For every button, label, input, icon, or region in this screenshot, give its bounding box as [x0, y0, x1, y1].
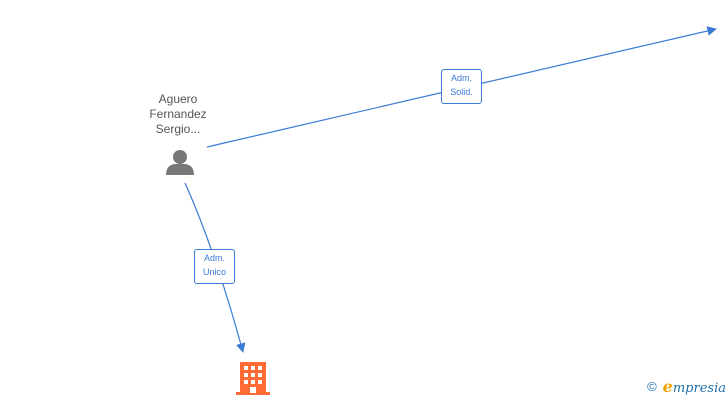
person-icon[interactable]: [166, 150, 194, 175]
empresia-logo: empresia: [663, 377, 726, 396]
edge-label-line: Solid.: [450, 87, 473, 97]
copyright-symbol: ©: [647, 379, 657, 394]
person-name-line: Aguero: [158, 92, 198, 106]
edge-label-line: Adm.: [203, 253, 225, 263]
edge-label-adm-solid[interactable]: Adm. Solid.: [441, 69, 482, 104]
person-name[interactable]: Aguero Fernandez Sergio...: [128, 92, 228, 137]
building-icon[interactable]: [236, 362, 270, 395]
edge-label-line: Unico: [202, 267, 226, 277]
logo-initial: e: [662, 377, 673, 396]
edge-label-line: Adm.: [450, 73, 472, 83]
edge-label-adm-unico[interactable]: Adm. Unico: [194, 249, 235, 284]
logo-text: mpresia: [672, 381, 726, 396]
person-name-line: Fernandez: [149, 107, 207, 121]
empresia-watermark: © empresia: [647, 377, 726, 396]
person-name-line: Sergio...: [155, 122, 201, 136]
